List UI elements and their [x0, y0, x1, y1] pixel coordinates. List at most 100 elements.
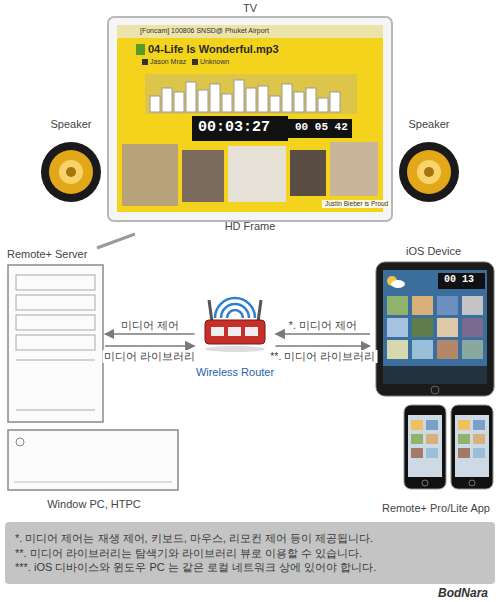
router-icon: [205, 298, 265, 352]
clock-digits: 00:03:27: [195, 119, 273, 137]
connector: [276, 345, 371, 347]
iphone-device: [473, 448, 485, 458]
tv-screen-art: [142, 59, 148, 65]
tv-screen-art: [186, 82, 196, 112]
router-icon: [211, 327, 224, 336]
speaker-icon: [399, 142, 459, 202]
screen-caption: Justin Bieber is Proud: [322, 200, 391, 208]
ipad-device: [387, 296, 408, 315]
edge-label: 미디어 라이브러리: [102, 350, 197, 363]
speaker-icon: [407, 150, 451, 194]
router-icon: [205, 346, 265, 352]
iphone-device: [473, 434, 485, 444]
tv-screen-art: [318, 98, 328, 112]
server-tower: [8, 265, 103, 422]
tv-screen-art: [136, 44, 145, 55]
tv-screen-art: [182, 150, 224, 202]
tv-screen-art: [198, 90, 208, 112]
artist-name: Jason Mraz: [150, 58, 186, 66]
edge-label: 미디어 제어: [119, 319, 181, 332]
note-box: *. 미디어 제어는 재생 제어, 키보드, 마우스, 리모컨 제어 등이 제공…: [5, 522, 495, 584]
clock-digits: 00 13: [441, 274, 477, 286]
iphone-device: [458, 420, 470, 430]
connector: [105, 333, 195, 335]
htpc-box: [8, 430, 178, 490]
tv-screen-art: [288, 119, 352, 138]
tv-screen-art: [150, 96, 160, 112]
htpc-box: [14, 482, 172, 483]
clock-digits: 00 05 42: [292, 121, 351, 134]
ipad-device: [387, 318, 408, 337]
ipad-device: [437, 318, 458, 337]
ipad-device: [462, 340, 483, 359]
ipad-device: [376, 262, 494, 396]
server-tower: [16, 410, 95, 411]
ipad-device: [383, 270, 487, 384]
iphone-device: [411, 434, 423, 444]
connector: [276, 333, 371, 335]
ipad-device: [462, 318, 483, 337]
iphone-device: [458, 448, 470, 458]
iphone-device: [404, 405, 446, 489]
tv-screen-art: [306, 88, 316, 112]
tv-screen-art: [122, 144, 178, 206]
ipad-device: [412, 340, 433, 359]
tv-screen-art: [145, 74, 357, 114]
router-icon: [205, 320, 265, 344]
node-label: Window PC, HTPC: [47, 498, 141, 512]
speaker-icon: [66, 167, 76, 177]
speaker-icon: [424, 167, 434, 177]
tv-frame: [117, 25, 383, 212]
iphone-device: [455, 415, 489, 477]
track-name: 04-Life Is Wonderful.mp3: [148, 43, 279, 56]
node-label: Speaker: [409, 118, 450, 132]
tv-frame: [108, 17, 392, 221]
speaker-icon: [41, 142, 459, 202]
tv-screen-art: [258, 86, 268, 112]
tv-screen-art: [282, 84, 292, 112]
tv-screen-art: [246, 88, 256, 112]
router-icon: [245, 327, 258, 336]
tv-screen-art: [192, 116, 288, 141]
iphone-device: [451, 405, 493, 489]
tv-screen-art: [122, 44, 378, 206]
tv-screen-art: [192, 59, 198, 65]
ipad-device: [391, 280, 405, 288]
router-icon: [258, 300, 261, 322]
tv-screen-art: [210, 84, 220, 112]
note-text: **. 미디어 라이브러리는 탐색기와 라이브러리 뷰로 이용할 수 있습니다.: [15, 546, 362, 561]
tv-screen-art: [294, 92, 304, 112]
iphone-device: [404, 405, 493, 489]
speaker-node: Speaker: [393, 118, 465, 204]
note-text: *. 미디어 제어는 재생 제어, 키보드, 마우스, 리모컨 제어 등이 제공…: [15, 531, 373, 546]
watermark: BodNara: [438, 586, 488, 600]
server-tower: [16, 275, 95, 290]
server-tower: [8, 265, 103, 422]
pc-node: Window PC, HTPC: [5, 426, 183, 512]
htpc-box: [16, 438, 24, 446]
ipad-device: [437, 296, 458, 315]
speaker-icon: [59, 160, 83, 184]
speaker-node: Speaker: [35, 118, 107, 204]
iphone-device: [408, 415, 442, 477]
iphone-device: [426, 434, 438, 444]
ipad-device: [383, 366, 487, 384]
app-node: Remote+ Pro/Lite App: [375, 402, 497, 516]
ipad-device: [438, 273, 485, 289]
tv-screen-art: [162, 88, 172, 112]
edge-label: **. 미디어 라이브러리: [268, 350, 377, 363]
note-text: ***. iOS 디바이스와 윈도우 PC 는 같은 로컬 네트워크 상에 있어…: [15, 560, 376, 575]
speaker-icon: [41, 142, 101, 202]
iphone-device: [458, 434, 470, 444]
device-node: iOS Device: [370, 245, 497, 398]
edge-label: *. 미디어 제어: [287, 319, 359, 332]
node-label: Remote+ Server: [7, 248, 87, 262]
tv-frame: [117, 25, 383, 38]
htpc-box: [8, 430, 178, 490]
tv-screen-art: [174, 92, 184, 112]
server-tower: [16, 360, 95, 361]
iphone-device: [411, 448, 423, 458]
speaker-icon: [49, 150, 93, 194]
ipad-device: [387, 340, 408, 359]
server-tower: [16, 315, 95, 330]
